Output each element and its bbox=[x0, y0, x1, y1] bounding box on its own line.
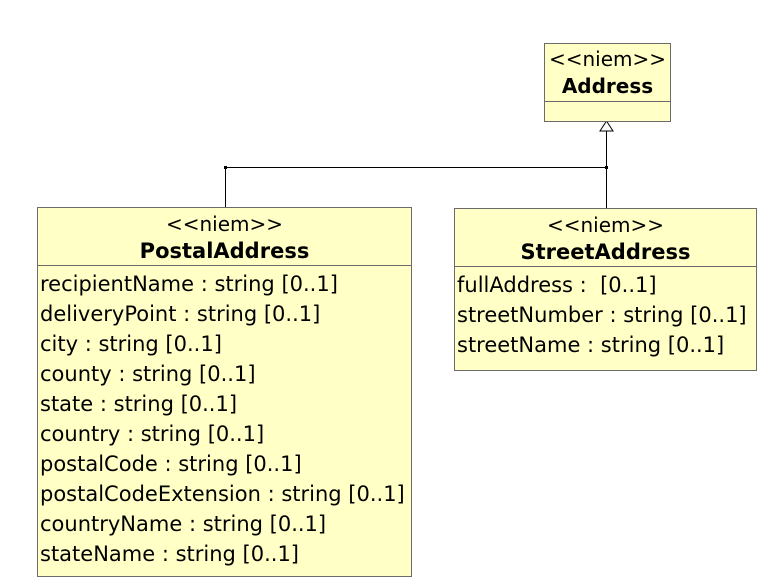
attribute-country-name: countryName : string [0..1] bbox=[40, 512, 327, 536]
attribute-postal-code-extension: postalCodeExtension : string [0..1] bbox=[40, 482, 405, 506]
class-street-address-header: <<niem>> StreetAddress bbox=[455, 209, 756, 267]
class-street-address-attributes: fullAddress : [0..1] streetNumber : stri… bbox=[455, 267, 756, 360]
junction-dot-right bbox=[605, 166, 608, 169]
class-postal-address[interactable]: <<niem>> PostalAddress recipientName : s… bbox=[37, 207, 412, 577]
attribute-delivery-point: deliveryPoint : string [0..1] bbox=[40, 302, 321, 326]
attribute-state: state : string [0..1] bbox=[40, 392, 238, 416]
junction-dot-left bbox=[224, 166, 227, 169]
attribute-county: county : string [0..1] bbox=[40, 362, 256, 386]
attribute-street-name: streetName : string [0..1] bbox=[457, 333, 725, 357]
attribute-street-number: streetNumber : string [0..1] bbox=[457, 303, 747, 327]
attribute-state-name: stateName : string [0..1] bbox=[40, 542, 299, 566]
class-address-attributes bbox=[545, 102, 670, 120]
class-street-address-stereotype: <<niem>> bbox=[546, 213, 665, 237]
class-street-address[interactable]: <<niem>> StreetAddress fullAddress : [0.… bbox=[454, 208, 757, 371]
class-address-header: <<niem>> Address bbox=[545, 44, 670, 102]
class-postal-address-header: <<niem>> PostalAddress bbox=[38, 208, 411, 266]
generalization-connectors bbox=[224, 120, 614, 208]
attribute-country: country : string [0..1] bbox=[40, 422, 265, 446]
attribute-full-address: fullAddress : [0..1] bbox=[457, 273, 657, 297]
class-postal-address-name: PostalAddress bbox=[139, 239, 310, 263]
class-address-name: Address bbox=[561, 74, 654, 98]
class-address[interactable]: <<niem>> Address bbox=[544, 43, 671, 122]
attribute-city: city : string [0..1] bbox=[40, 332, 222, 356]
class-street-address-name: StreetAddress bbox=[520, 240, 691, 264]
attribute-recipient-name: recipientName : string [0..1] bbox=[40, 272, 338, 296]
attribute-postal-code: postalCode : string [0..1] bbox=[40, 452, 302, 476]
generalization-arrowhead bbox=[599, 120, 614, 132]
class-address-stereotype: <<niem>> bbox=[548, 47, 667, 71]
class-postal-address-attributes: recipientName : string [0..1] deliveryPo… bbox=[38, 266, 411, 569]
class-postal-address-stereotype: <<niem>> bbox=[165, 212, 284, 236]
